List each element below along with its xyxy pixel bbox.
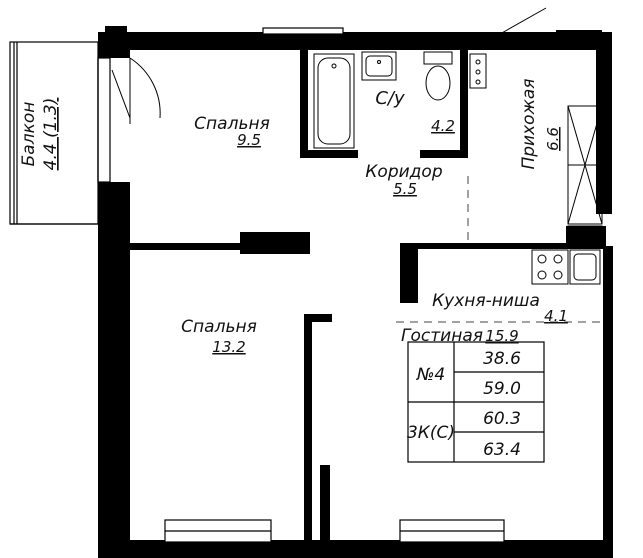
balcony-area: 4.4 (1.3) bbox=[41, 98, 61, 171]
area-value-2: 59.0 bbox=[483, 379, 521, 399]
bedroom-small-name: Спальня bbox=[194, 114, 270, 134]
hallway-area: 6.6 bbox=[544, 127, 562, 151]
bathroom-name: С/у bbox=[375, 88, 405, 109]
hallway-name: Прихожая bbox=[519, 78, 539, 169]
room-labels: Балкон 4.4 (1.3) Спальня 9.5 С/у 4.2 При… bbox=[19, 78, 568, 356]
bedroom-large-name: Спальня bbox=[181, 317, 257, 337]
apartment-info: №4 3К(С) 38.6 59.0 60.3 63.4 bbox=[407, 349, 521, 460]
apartment-info-table bbox=[407, 341, 545, 463]
apartment-type: 3К(С) bbox=[407, 423, 455, 443]
bedroom-small-area: 9.5 bbox=[237, 131, 261, 149]
area-value-4: 63.4 bbox=[483, 440, 521, 460]
corridor-name: Коридор bbox=[365, 162, 442, 182]
apartment-number: №4 bbox=[416, 365, 446, 385]
walls bbox=[98, 26, 613, 558]
living-area: 15.9 bbox=[485, 327, 518, 345]
sink bbox=[361, 51, 397, 81]
corridor-area: 5.5 bbox=[393, 180, 417, 198]
living-name: Гостиная bbox=[401, 326, 483, 346]
toilet bbox=[423, 51, 453, 101]
zone-lines bbox=[396, 176, 603, 323]
washer bbox=[469, 53, 487, 89]
balcony-name: Балкон bbox=[19, 102, 39, 167]
bathtub bbox=[313, 53, 355, 149]
area-value-3: 60.3 bbox=[483, 409, 521, 429]
bathroom-area: 4.2 bbox=[431, 117, 455, 135]
area-value-1: 38.6 bbox=[483, 349, 521, 369]
doors bbox=[111, 7, 547, 124]
kitchen-niche-area: 4.1 bbox=[544, 307, 568, 325]
bedroom-large-area: 13.2 bbox=[212, 338, 245, 356]
windows bbox=[164, 27, 505, 543]
kitchen-niche-name: Кухня-ниша bbox=[432, 291, 540, 311]
balcony bbox=[9, 41, 111, 225]
kitchen-appliances bbox=[403, 249, 601, 293]
wardrobe bbox=[567, 105, 603, 241]
